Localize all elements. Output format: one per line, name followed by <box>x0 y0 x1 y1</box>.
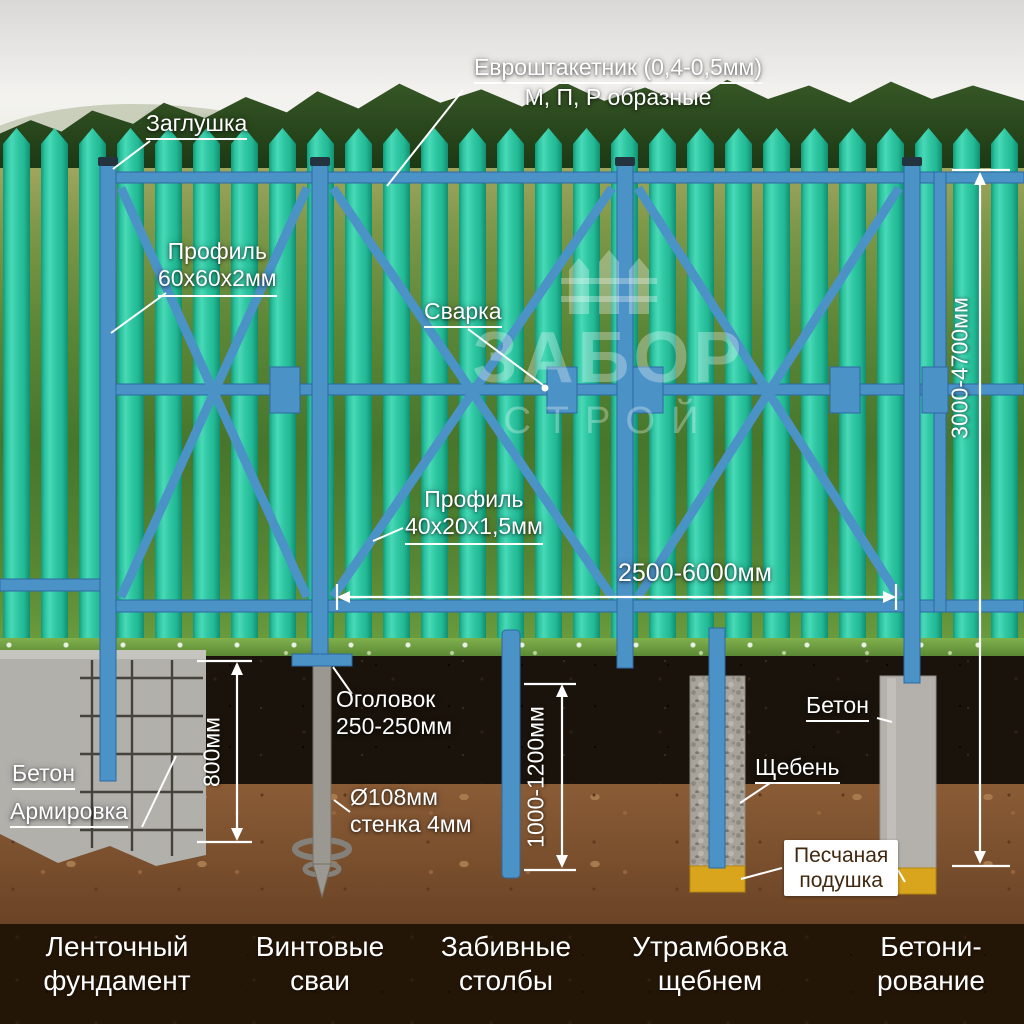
caption-strip-line1: Ленточный <box>45 931 189 962</box>
sand-cushion-line1: Песчаная <box>794 844 889 867</box>
rebar-callout-text: Армировка <box>10 798 128 828</box>
post-depth-label: 1000-1200мм <box>522 706 549 848</box>
dimension-arrowheads <box>231 172 986 868</box>
caption-concreting-line2: рование <box>877 965 985 996</box>
watermark-subtitle: СТРОЙ <box>503 400 715 442</box>
rail-profile-callout: Профиль 40х20х1,5мм <box>405 486 543 545</box>
sand-cushion-callout: Песчаная подушка <box>784 840 899 896</box>
cap-callout: Заглушка <box>146 110 248 140</box>
cap-callout-text: Заглушка <box>146 110 248 140</box>
sand-cushion-left <box>689 865 746 893</box>
picket-callout: Евроштакетник (0,4-0,5мм) М, П, Р образн… <box>452 54 784 111</box>
pile-head-callout: Оголовок 250-250мм <box>336 686 452 740</box>
picket-callout-line2: М, П, Р образные <box>524 84 712 110</box>
fence-braces <box>116 185 903 600</box>
gravel-callout-text: Щебень <box>755 754 840 784</box>
watermark-title: ЗАБОР <box>472 318 746 398</box>
callout-leaders <box>110 89 906 883</box>
caption-driven-line1: Забивные <box>440 931 572 962</box>
caption-band <box>0 924 1024 1024</box>
post-profile-line1: Профиль <box>167 238 267 264</box>
caption-screw-line2: сваи <box>290 965 350 996</box>
rail-profile-line2: 40х20х1,5мм <box>405 513 543 539</box>
post-profile-callout: Профиль 60х60х2мм <box>158 238 277 297</box>
pile-size-line2: стенка 4мм <box>350 811 472 837</box>
pile-head-line1: Оголовок <box>336 686 436 712</box>
pile-head-line2: 250-250мм <box>336 713 453 739</box>
rail-profile-line1: Профиль <box>424 486 524 512</box>
pile-head-plate <box>291 653 353 667</box>
picket <box>3 128 30 662</box>
weld-callout: Сварка <box>424 298 502 328</box>
pile-size-callout: Ø108мм стенка 4мм <box>350 784 471 838</box>
watermark: ЗАБОР СТРОЙ <box>444 248 774 445</box>
dimension-lines <box>197 168 1010 872</box>
caption-concreting-line1: Бетони- <box>880 931 982 962</box>
post-profile-line2: 60х60х2мм <box>158 265 277 291</box>
concrete-right-text: Бетон <box>806 692 869 722</box>
pile-size-line1: Ø108мм <box>350 784 438 810</box>
caption-driven-posts: Забивные столбы <box>441 930 571 998</box>
concrete-column <box>879 675 937 895</box>
caption-screw-line1: Винтовые <box>255 931 385 962</box>
caption-gravel-line1: Утрамбовка <box>632 931 788 962</box>
post-caps <box>98 157 922 166</box>
height-dimension-label: 3000-4700мм <box>946 297 973 439</box>
span-dimension-label: 2500-6000мм <box>618 559 772 587</box>
gravel-post <box>708 627 726 869</box>
caption-strip-foundation: Ленточный фундамент <box>43 930 190 998</box>
picket-callout-line1: Евроштакетник (0,4-0,5мм) <box>473 54 763 84</box>
driven-post <box>501 629 521 879</box>
weld-point <box>541 384 549 392</box>
caption-strip-line2: фундамент <box>43 965 191 996</box>
caption-concreting: Бетони- рование <box>877 930 985 998</box>
watermark-fence-icon <box>561 250 657 314</box>
concrete-left-callout: Бетон <box>12 760 75 790</box>
sand-cushion-line2: подушка <box>799 869 883 892</box>
strip-depth-label: 800мм <box>198 717 225 787</box>
picket <box>41 128 68 662</box>
concrete-right-callout: Бетон <box>806 692 869 722</box>
rebar-callout: Армировка <box>10 798 128 828</box>
caption-gravel-line2: щебнем <box>657 965 763 996</box>
weld-callout-text: Сварка <box>424 298 502 328</box>
caption-gravel-tamping: Утрамбовка щебнем <box>632 930 788 998</box>
gravel-callout: Щебень <box>755 754 840 784</box>
caption-driven-line2: столбы <box>459 965 553 996</box>
fence-posts <box>99 162 947 879</box>
concrete-left-text: Бетон <box>12 760 75 790</box>
caption-screw-piles: Винтовые сваи <box>256 930 384 998</box>
